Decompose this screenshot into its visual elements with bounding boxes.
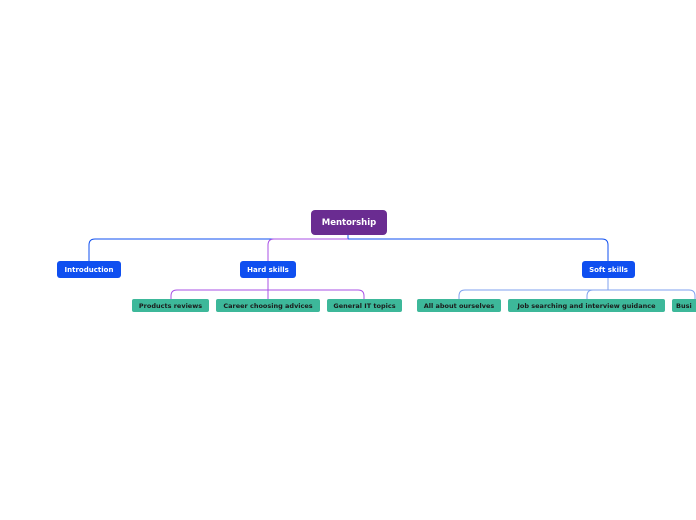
root-node-mentorship[interactable]: Mentorship [311,210,387,235]
subtopic-node-busi[interactable]: Busi [672,299,696,312]
subtopic-node-general-it-topics[interactable]: General IT topics [327,299,402,312]
connector-root-to-hard-skills [267,238,348,261]
connector-root-to-soft-skills [348,238,609,261]
connector-hard-skills-to-products-reviews [170,278,269,299]
subtopic-node-career-choosing-advices[interactable]: Career choosing advices [216,299,320,312]
subtopic-node-products-reviews[interactable]: Products reviews [132,299,209,312]
subtopic-node-job-searching-and-interview-guidance[interactable]: Job searching and interview guidance [508,299,665,312]
connector-root-to-introduction [88,235,349,261]
subtopic-node-all-about-ourselves[interactable]: All about ourselves [417,299,501,312]
connector-soft-skills-to-busi [608,289,696,299]
connector-soft-skills-to-job-searching [586,289,608,299]
connector-hard-skills-to-general-it-topics [268,289,365,299]
connector-soft-skills-to-all-about-ourselves [458,278,609,299]
topic-node-soft-skills[interactable]: Soft skills [582,261,635,278]
topic-node-introduction[interactable]: Introduction [57,261,121,278]
topic-node-hard-skills[interactable]: Hard skills [240,261,296,278]
